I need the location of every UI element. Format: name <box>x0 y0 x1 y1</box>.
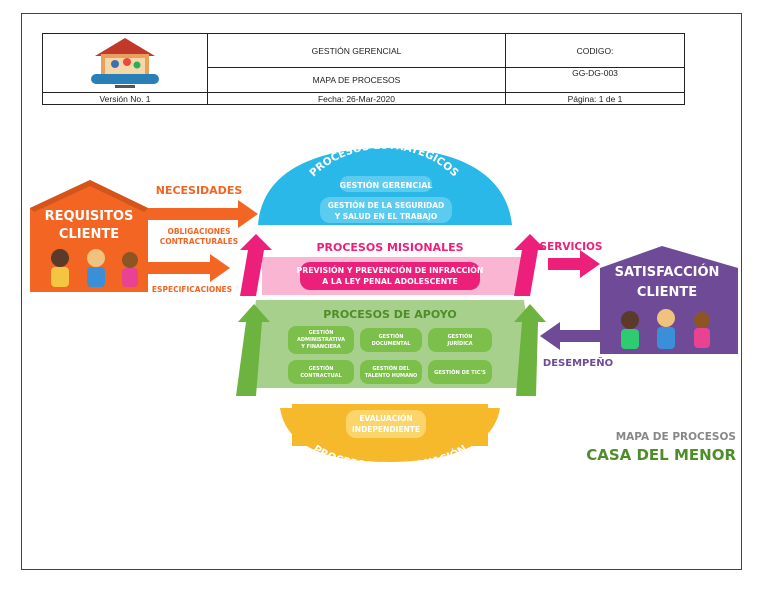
arrow-servicios <box>548 250 600 278</box>
output-arrows: SERVICIOS DESEMPEÑO <box>540 241 614 369</box>
apoyo-talento-l2: TALENTO HUMANO <box>365 373 418 379</box>
apoyo-box-documental <box>360 328 422 352</box>
label-obligaciones-1: OBLIGACIONES <box>167 227 230 236</box>
apoyo-right-arrow <box>514 304 546 396</box>
procesos-de-apoyo: PROCESOS DE APOYO GESTIÓN ADMINISTRATIVA… <box>236 300 546 396</box>
evaluacion-independiente-line1: EVALUACIÓN <box>359 414 412 423</box>
footer-mapa-de-procesos: MAPA DE PROCESOS <box>616 431 736 443</box>
apoyo-administrativa-l2: ADMINISTRATIVA <box>297 337 345 343</box>
apoyo-administrativa-l3: Y FINANCIERA <box>300 344 341 350</box>
satisfaccion-cliente-house: SATISFACCIÓN CLIENTE <box>600 246 738 354</box>
footer-title: MAPA DE PROCESOS CASA DEL MENOR <box>586 431 736 464</box>
header-code-label: CODIGO: <box>505 32 685 69</box>
header-page: Página: 1 de 1 <box>505 92 685 105</box>
header-title: GESTIÓN GERENCIAL <box>207 32 506 69</box>
apoyo-box-juridica <box>428 328 492 352</box>
header-subtitle: MAPA DE PROCESOS <box>207 67 506 93</box>
apoyo-juridica-l1: GESTIÓN <box>448 333 473 340</box>
gestion-seguridad-line2: Y SALUD EN EL TRABAJO <box>334 212 438 221</box>
procesos-de-evaluacion: EVALUACIÓN INDEPENDIENTE PROCESOS DE EVA… <box>280 404 500 473</box>
requisitos-cliente-house: REQUISITOS CLIENTE <box>30 180 148 292</box>
misionales-left-arrow <box>240 234 272 296</box>
arrow-especificaciones <box>148 254 230 282</box>
procesos-apoyo-title: PROCESOS DE APOYO <box>323 308 456 321</box>
apoyo-tics-l1: GESTIÓN DE TIC'S <box>434 369 486 376</box>
header-version: Versión No. 1 <box>42 92 208 105</box>
requisitos-cliente-line2: CLIENTE <box>59 227 119 242</box>
apoyo-administrativa-l1: GESTIÓN <box>309 329 334 336</box>
input-arrows: NECESIDADES OBLIGACIONES CONTRACTURALES … <box>148 184 258 294</box>
label-obligaciones-2: CONTRACTURALES <box>160 237 238 246</box>
arrow-desempeno <box>540 322 600 350</box>
apoyo-documental-l2: DOCUMENTAL <box>372 341 412 347</box>
arrow-necesidades <box>148 200 258 228</box>
label-desempeno: DESEMPEÑO <box>543 356 613 369</box>
apoyo-box-tics <box>428 360 492 384</box>
label-necesidades: NECESIDADES <box>156 184 243 197</box>
evaluacion-independiente-line2: INDEPENDIENTE <box>352 425 420 434</box>
apoyo-box-contractual <box>288 360 354 384</box>
apoyo-left-arrow <box>236 304 270 396</box>
casa-del-menor-logo <box>91 38 159 88</box>
apoyo-box-talento-humano <box>360 360 422 384</box>
prevision-line1: PREVISIÓN Y PREVENCIÓN DE INFRACCIÓN <box>297 266 484 275</box>
gestion-seguridad-line1: GESTIÓN DE LA SEGURIDAD <box>328 201 445 210</box>
label-especificaciones: ESPECIFICACIONES <box>152 285 232 294</box>
requisitos-cliente-line1: REQUISITOS <box>45 209 134 224</box>
prevision-line2: A LA LEY PENAL ADOLESCENTE <box>322 277 458 286</box>
document-page <box>21 13 742 570</box>
satisfaccion-cliente-line1: SATISFACCIÓN <box>615 264 720 280</box>
apoyo-juridica-l2: JURÍDICA <box>446 339 472 347</box>
document-header-table: GESTIÓN GERENCIAL CODIGO: MAPA DE PROCES… <box>42 32 685 105</box>
satisfaccion-cliente-line2: CLIENTE <box>637 285 697 300</box>
apoyo-contractual-l2: CONTRACTUAL <box>300 373 342 379</box>
apoyo-box-administrativa <box>288 326 354 354</box>
gestion-gerencial-label: GESTIÓN GERENCIAL <box>340 179 433 190</box>
procesos-estrategicos: PROCESOS ESTRATÉGICOS GESTIÓN GERENCIAL … <box>258 140 512 225</box>
procesos-misionales: PROCESOS MISIONALES PREVISIÓN Y PREVENCI… <box>240 234 546 296</box>
children-illustration-left <box>51 249 138 287</box>
apoyo-talento-l1: GESTIÓN DEL <box>372 365 410 372</box>
label-servicios: SERVICIOS <box>540 241 603 253</box>
apoyo-documental-l1: GESTIÓN <box>379 333 404 340</box>
children-illustration-right <box>621 309 710 349</box>
header-date: Fecha: 26-Mar-2020 <box>207 92 506 105</box>
procesos-misionales-title: PROCESOS MISIONALES <box>316 241 463 254</box>
misionales-right-arrow <box>514 234 546 296</box>
apoyo-contractual-l1: GESTIÓN <box>309 365 334 372</box>
logo-cell <box>42 33 208 93</box>
footer-casa-del-menor: CASA DEL MENOR <box>586 446 736 464</box>
